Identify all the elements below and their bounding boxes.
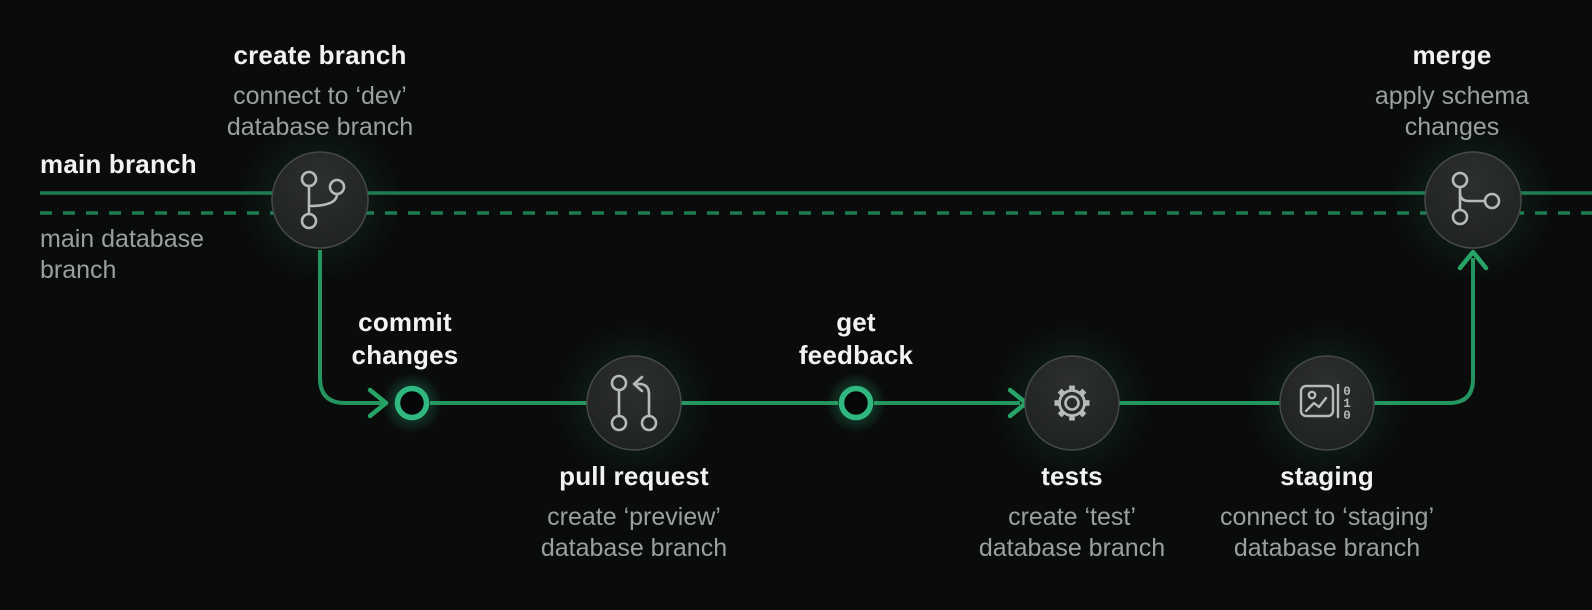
node-circle xyxy=(271,151,369,249)
create-branch-node xyxy=(271,151,369,249)
branch-down-curve xyxy=(318,250,382,405)
main-database-branch-label: main database branch xyxy=(40,225,205,284)
pull-request-title: pull request xyxy=(559,461,709,491)
git-branch-icon xyxy=(300,170,346,230)
tests-title: tests xyxy=(1041,461,1103,491)
merge-title: merge xyxy=(1412,40,1492,70)
pull-request-subtitle: create ‘preview’ database branch xyxy=(540,503,728,562)
node-circle xyxy=(1279,355,1375,451)
get-feedback-title: get feedback xyxy=(798,307,914,370)
staging-subtitle: connect to ‘staging’ database branch xyxy=(1219,503,1435,562)
digit-0: 0 xyxy=(1343,385,1351,399)
flow-line-tests-to-merge xyxy=(1119,258,1475,405)
commit-dot xyxy=(838,385,874,421)
tests-subtitle: create ‘test’ database branch xyxy=(978,503,1166,562)
commit-changes-title: commit changes xyxy=(351,307,459,370)
node-circle xyxy=(586,355,682,451)
merge-node xyxy=(1424,151,1522,249)
digit-0: 0 xyxy=(1343,409,1351,423)
create-branch-subtitle: connect to ‘dev’ database branch xyxy=(226,82,414,141)
digit-1: 1 xyxy=(1343,397,1351,411)
commit-dot xyxy=(394,385,430,421)
git-merge-icon xyxy=(1451,171,1501,226)
gear-icon xyxy=(1054,385,1090,421)
git-pull-request-icon xyxy=(610,374,658,432)
commit-changes-marker xyxy=(382,373,442,433)
staging-title: staging xyxy=(1280,461,1374,491)
main-branch-label: main branch xyxy=(40,149,197,179)
staging-node: 0 1 0 xyxy=(1279,355,1375,451)
get-feedback-marker xyxy=(826,373,886,433)
node-circle xyxy=(1024,355,1120,451)
create-branch-title: create branch xyxy=(233,40,407,70)
data-image-icon: 0 1 0 xyxy=(1299,383,1351,423)
pull-request-node xyxy=(586,355,682,451)
tests-node xyxy=(1024,355,1120,451)
merge-subtitle: apply schema changes xyxy=(1374,82,1530,141)
